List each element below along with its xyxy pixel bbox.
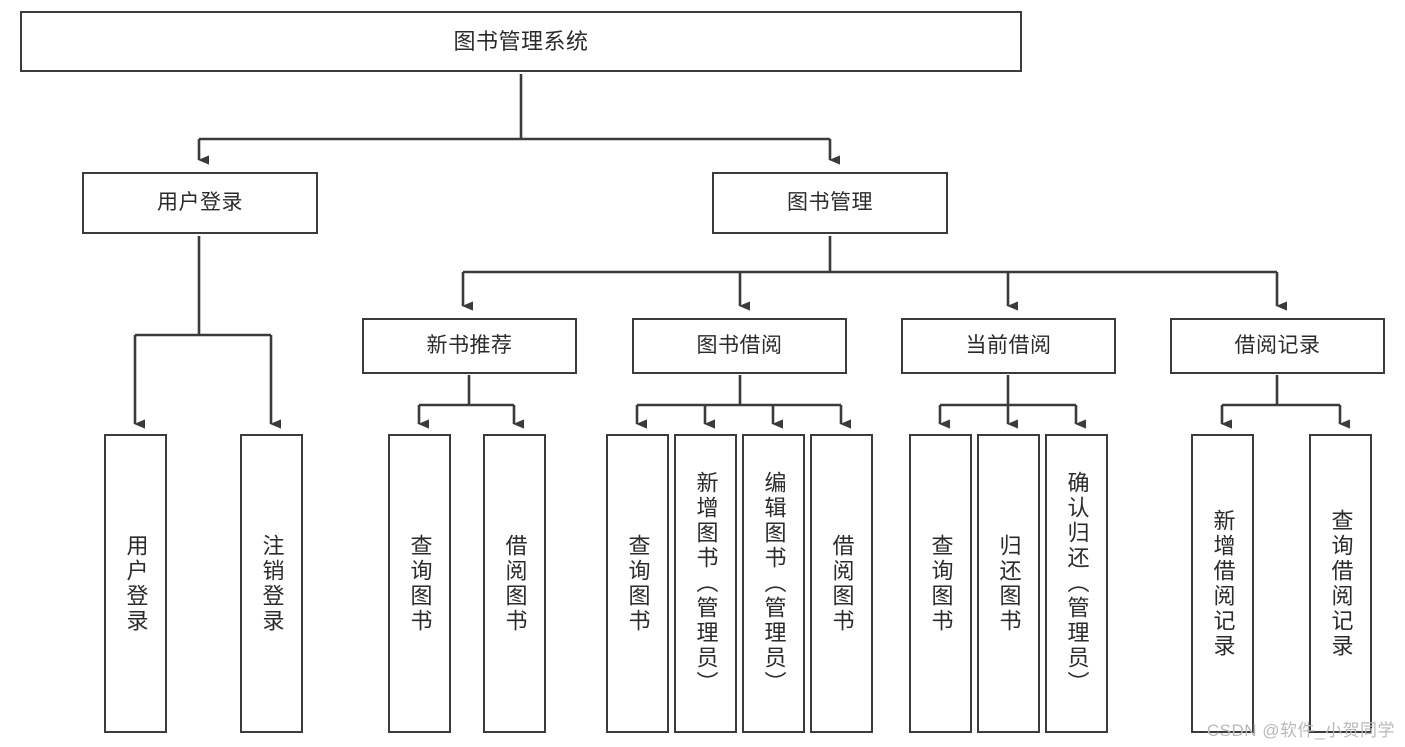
node-leaf-query-book-1-label: 查询图书 [407, 533, 433, 634]
node-leaf-edit-book-admin[interactable]: 编辑图书（管理员） [742, 434, 805, 733]
node-leaf-query-book-2[interactable]: 查询图书 [606, 434, 669, 733]
node-new-book-recommend[interactable]: 新书推荐 [362, 318, 577, 374]
node-leaf-add-borrow-record[interactable]: 新增借阅记录 [1191, 434, 1254, 733]
node-leaf-query-borrow-record[interactable]: 查询借阅记录 [1309, 434, 1372, 733]
node-leaf-query-borrow-record-label: 查询借阅记录 [1328, 508, 1354, 659]
node-leaf-user-login-label: 用户登录 [123, 533, 149, 634]
node-leaf-return-book-label: 归还图书 [996, 533, 1022, 634]
node-leaf-confirm-return-admin-label: 确认归还（管理员） [1064, 471, 1090, 696]
node-user-login-label: 用户登录 [157, 190, 243, 214]
node-leaf-query-book-1[interactable]: 查询图书 [388, 434, 451, 733]
node-leaf-query-book-3-label: 查询图书 [928, 533, 954, 634]
node-borrow-record-label: 借阅记录 [1234, 333, 1321, 357]
node-book-management[interactable]: 图书管理 [712, 172, 948, 234]
node-leaf-borrow-book-1[interactable]: 借阅图书 [483, 434, 546, 733]
node-leaf-logout-login[interactable]: 注销登录 [240, 434, 303, 733]
watermark-text: CSDN @软件_小贺同学 [1206, 721, 1395, 740]
node-root-system[interactable]: 图书管理系统 [20, 11, 1022, 72]
node-leaf-add-borrow-record-label: 新增借阅记录 [1210, 508, 1236, 659]
node-current-borrow[interactable]: 当前借阅 [901, 318, 1116, 374]
node-book-borrow-label: 图书借阅 [696, 333, 783, 357]
node-leaf-borrow-book-2-label: 借阅图书 [829, 533, 855, 634]
node-leaf-user-login[interactable]: 用户登录 [104, 434, 167, 733]
node-leaf-confirm-return-admin[interactable]: 确认归还（管理员） [1045, 434, 1108, 733]
node-current-borrow-label: 当前借阅 [965, 333, 1052, 357]
node-leaf-return-book[interactable]: 归还图书 [977, 434, 1040, 733]
node-new-book-recommend-label: 新书推荐 [426, 333, 513, 357]
node-leaf-add-book-admin[interactable]: 新增图书（管理员） [674, 434, 737, 733]
node-leaf-borrow-book-1-label: 借阅图书 [502, 533, 528, 634]
node-leaf-logout-login-label: 注销登录 [259, 533, 285, 634]
node-leaf-query-book-3[interactable]: 查询图书 [909, 434, 972, 733]
node-book-management-label: 图书管理 [787, 190, 873, 214]
node-leaf-query-book-2-label: 查询图书 [625, 533, 651, 634]
node-leaf-edit-book-admin-label: 编辑图书（管理员） [761, 471, 787, 696]
node-leaf-add-book-admin-label: 新增图书（管理员） [693, 471, 719, 696]
node-leaf-borrow-book-2[interactable]: 借阅图书 [810, 434, 873, 733]
node-book-borrow[interactable]: 图书借阅 [632, 318, 847, 374]
node-user-login[interactable]: 用户登录 [82, 172, 318, 234]
node-root-system-label: 图书管理系统 [453, 28, 589, 54]
node-borrow-record[interactable]: 借阅记录 [1170, 318, 1385, 374]
